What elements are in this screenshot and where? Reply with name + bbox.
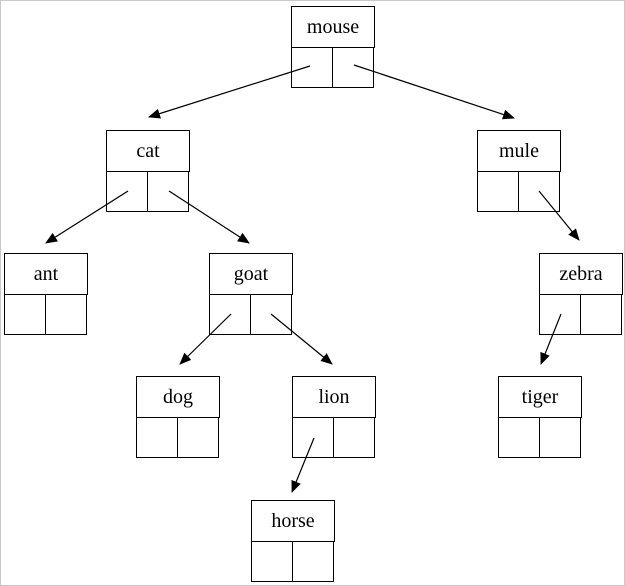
edge-mouse-left-to-cat-arrow	[148, 65, 311, 119]
right-pointer-cell	[250, 294, 292, 335]
tree-node-goat: goat	[209, 253, 293, 335]
node-pointer-cells	[251, 541, 335, 582]
left-pointer-cell	[136, 417, 178, 458]
edge-mouse-right-to-mule-arrow	[353, 64, 515, 120]
right-pointer-cell	[177, 417, 219, 458]
node-pointer-cells	[292, 417, 376, 458]
right-pointer-cell	[518, 171, 560, 212]
tree-node-tiger: tiger	[498, 376, 582, 458]
node-label: horse	[251, 500, 335, 542]
left-pointer-cell	[477, 171, 519, 212]
left-pointer-cell	[251, 541, 293, 582]
tree-node-lion: lion	[292, 376, 376, 458]
node-pointer-cells	[477, 171, 561, 212]
node-pointer-cells	[498, 417, 582, 458]
node-pointer-cells	[136, 417, 220, 458]
node-label: tiger	[498, 376, 582, 418]
node-label: lion	[292, 376, 376, 418]
node-label: dog	[136, 376, 220, 418]
tree-node-horse: horse	[251, 500, 335, 582]
node-label: cat	[106, 130, 190, 172]
tree-node-mule: mule	[477, 130, 561, 212]
tree-node-cat: cat	[106, 130, 190, 212]
node-pointer-cells	[106, 171, 190, 212]
node-label: goat	[209, 253, 293, 295]
tree-node-dog: dog	[136, 376, 220, 458]
node-label: mouse	[291, 6, 375, 48]
right-pointer-cell	[333, 417, 375, 458]
node-label: mule	[477, 130, 561, 172]
tree-node-mouse: mouse	[291, 6, 375, 88]
node-label: zebra	[539, 253, 623, 295]
node-pointer-cells	[291, 47, 375, 88]
tree-node-ant: ant	[4, 253, 88, 335]
node-pointer-cells	[539, 294, 623, 335]
node-pointer-cells	[209, 294, 293, 335]
left-pointer-cell	[292, 417, 334, 458]
left-pointer-cell	[209, 294, 251, 335]
right-pointer-cell	[332, 47, 374, 88]
left-pointer-cell	[106, 171, 148, 212]
node-pointer-cells	[4, 294, 88, 335]
node-label: ant	[4, 253, 88, 295]
right-pointer-cell	[292, 541, 334, 582]
left-pointer-cell	[291, 47, 333, 88]
right-pointer-cell	[539, 417, 581, 458]
tree-node-zebra: zebra	[539, 253, 623, 335]
left-pointer-cell	[4, 294, 46, 335]
right-pointer-cell	[45, 294, 87, 335]
right-pointer-cell	[147, 171, 189, 212]
left-pointer-cell	[539, 294, 581, 335]
left-pointer-cell	[498, 417, 540, 458]
right-pointer-cell	[580, 294, 622, 335]
